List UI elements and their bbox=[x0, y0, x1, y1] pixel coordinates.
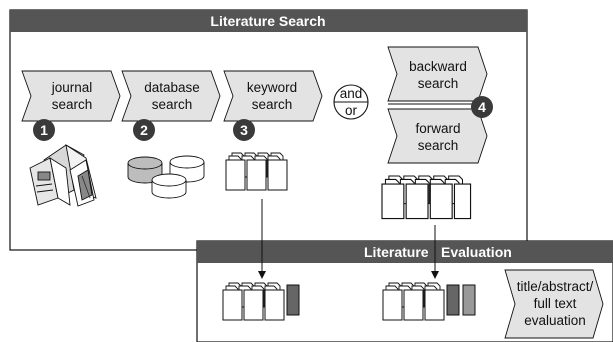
step-badge-3: 3 bbox=[233, 119, 255, 141]
evaluation-left-stack-icon bbox=[223, 283, 300, 320]
citation-results-stack-icon bbox=[381, 175, 472, 220]
evaluation-panel-title-right: Evaluation bbox=[441, 244, 512, 260]
journal-search-label-2: search bbox=[52, 97, 93, 112]
step-badge-1: 1 bbox=[33, 119, 55, 141]
keyword-search-step: keyword search bbox=[223, 70, 323, 122]
forward-search-label-1: forward bbox=[415, 121, 460, 136]
step-number-2: 2 bbox=[140, 122, 148, 138]
and-label: and bbox=[340, 86, 363, 101]
keyword-search-label-1: keyword bbox=[247, 80, 297, 95]
step-badge-4: 4 bbox=[471, 96, 493, 118]
forward-search-label-2: search bbox=[418, 138, 459, 153]
flow-arrow-citation bbox=[431, 225, 439, 279]
journal-search-label-1: journal bbox=[51, 80, 93, 95]
journal-search-step: journal search bbox=[21, 70, 121, 122]
step-number-1: 1 bbox=[40, 122, 48, 138]
keyword-search-label-2: search bbox=[252, 97, 293, 112]
backward-search-label-1: backward bbox=[409, 59, 467, 74]
backward-search-label-2: search bbox=[418, 76, 459, 91]
backward-search-step: backward search bbox=[387, 46, 488, 102]
evaluation-panel-title-left: Literature bbox=[364, 244, 429, 260]
evaluation-label-1: title/abstract/ bbox=[517, 279, 594, 294]
and-or-connector: and or bbox=[333, 84, 369, 120]
evaluation-label-3: evaluation bbox=[524, 313, 586, 328]
or-label: or bbox=[345, 103, 358, 118]
keyword-results-stack-icon bbox=[226, 153, 287, 190]
forward-search-step: forward search bbox=[387, 108, 488, 164]
database-search-label-2: search bbox=[152, 97, 193, 112]
search-panel-header bbox=[10, 10, 527, 32]
search-panel-title: Literature Search bbox=[210, 13, 325, 29]
flow-arrow-keyword bbox=[258, 199, 266, 279]
evaluation-right-stack-icon bbox=[383, 283, 476, 320]
step-number-4: 4 bbox=[478, 99, 486, 115]
evaluation-step: title/abstract/ full text evaluation bbox=[504, 269, 604, 339]
database-search-label-1: database bbox=[144, 80, 200, 95]
evaluation-panel-header bbox=[197, 241, 613, 263]
evaluation-label-2: full text bbox=[534, 296, 577, 311]
step-number-3: 3 bbox=[240, 122, 248, 138]
database-icon bbox=[127, 155, 205, 199]
step-badge-2: 2 bbox=[133, 119, 155, 141]
database-search-step: database search bbox=[121, 70, 221, 122]
journals-icon bbox=[29, 144, 97, 207]
